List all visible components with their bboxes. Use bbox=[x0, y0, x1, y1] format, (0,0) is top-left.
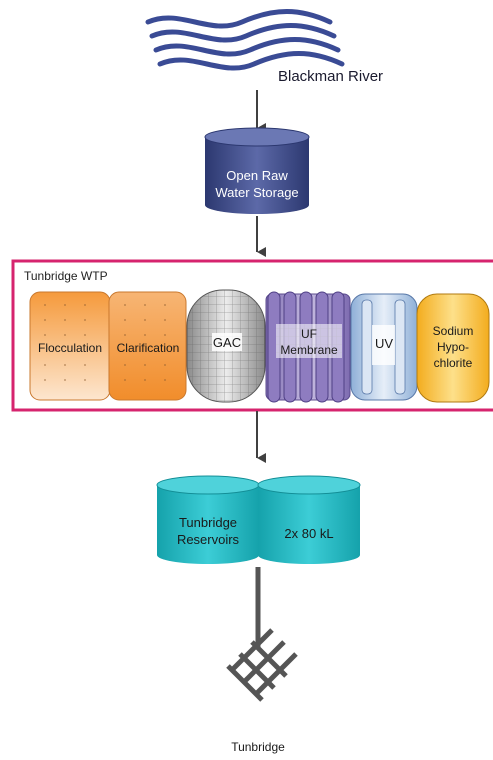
storage-label-line2: Water Storage bbox=[215, 185, 298, 200]
reservoir-left-icon bbox=[156, 475, 260, 564]
sodium-hypochlorite-unit bbox=[416, 293, 490, 403]
sodium-label-line3: chlorite bbox=[434, 356, 473, 370]
sodium-label-line1: Sodium bbox=[433, 324, 474, 338]
flocculation-label: Flocculation bbox=[38, 341, 102, 355]
uv-unit bbox=[350, 293, 418, 401]
river-label: Blackman River bbox=[278, 68, 383, 85]
reservoir-right-icon bbox=[257, 475, 361, 564]
reservoir-left-line2: Reservoirs bbox=[177, 532, 240, 547]
uv-label: UV bbox=[375, 336, 393, 351]
reservoir-right-label: 2x 80 kL bbox=[284, 526, 333, 541]
uf-label-plate bbox=[276, 324, 342, 358]
sodium-label-line2: Hypo- bbox=[437, 340, 469, 354]
river-waves-icon bbox=[145, 9, 345, 71]
clarification-label: Clarification bbox=[117, 341, 180, 355]
distribution-network-icon bbox=[226, 567, 298, 702]
wtp-title: Tunbridge WTP bbox=[24, 269, 108, 283]
gac-label-plate bbox=[212, 333, 242, 351]
distribution-label: Tunbridge bbox=[231, 740, 285, 754]
uf-label-line1: UF bbox=[301, 327, 317, 341]
gac-label: GAC bbox=[213, 335, 241, 350]
clarification-unit bbox=[108, 291, 187, 401]
tank-icon bbox=[204, 127, 310, 214]
storage-label-line1: Open Raw bbox=[226, 168, 288, 183]
uf-label-line2: Membrane bbox=[280, 343, 338, 357]
reservoir-left-line1: Tunbridge bbox=[179, 515, 237, 530]
